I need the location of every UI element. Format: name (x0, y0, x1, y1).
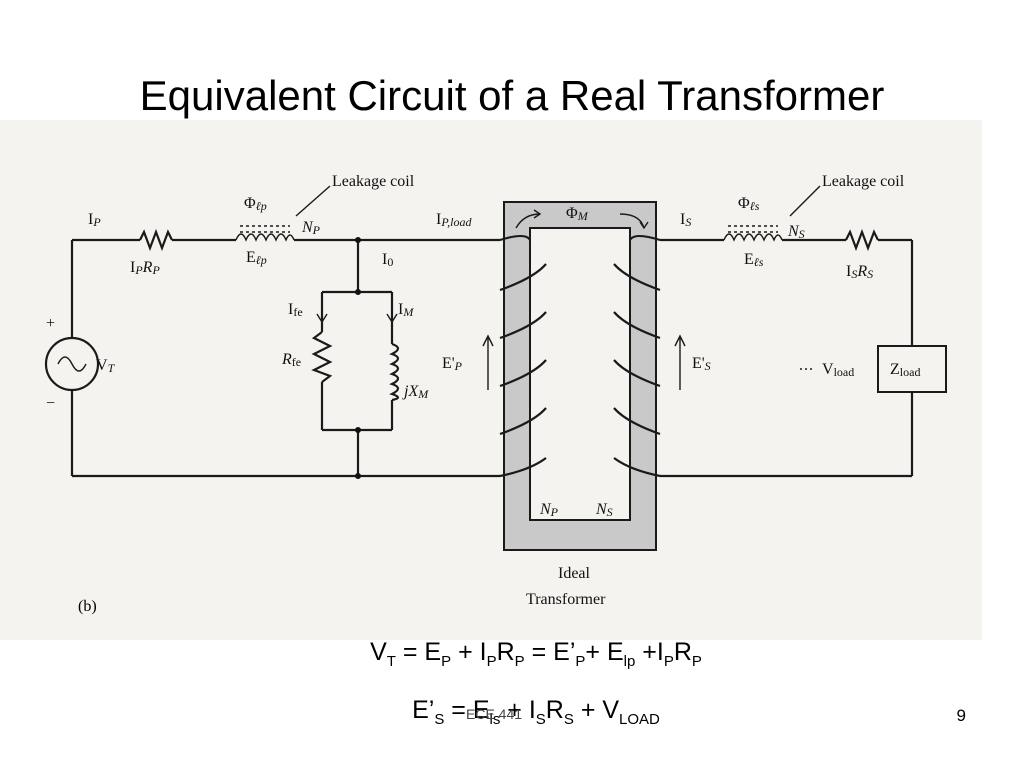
es-arrow (674, 334, 686, 390)
label-ip-load: IP,load (436, 211, 472, 229)
secondary-winding (613, 234, 661, 478)
label-flux-lp: Φℓp (244, 195, 267, 213)
label-flux-ls: Φℓs (738, 195, 760, 213)
label-es: E'S (692, 355, 711, 373)
label-vt: VT (96, 357, 116, 375)
circuit-diagram: IP IPRP Φℓp Leakage coil NP Eℓp VT + − I… (44, 173, 947, 608)
junction-top (355, 237, 361, 243)
primary-winding (499, 234, 547, 478)
label-ideal: Ideal (558, 565, 591, 582)
label-im: IM (398, 301, 414, 319)
secondary-leakage-coil (723, 233, 783, 242)
label-ip: IP (88, 211, 101, 229)
ife-arrow (316, 298, 328, 324)
voltage-source (44, 336, 100, 392)
circuit-figure: IP IPRP Φℓp Leakage coil NP Eℓp VT + − I… (0, 120, 982, 640)
im-arrow (386, 298, 398, 324)
label-isrs: ISRS (846, 263, 873, 281)
label-np-core: NP (539, 501, 559, 519)
core-window (529, 227, 631, 521)
core-flux-arrow-left (515, 209, 542, 229)
primary-resistor (139, 228, 173, 252)
magnetizing-inductor (389, 342, 400, 402)
ac-symbol (57, 356, 87, 372)
primary-leakage-pointer (295, 185, 331, 217)
label-i0: I0 (382, 251, 393, 269)
label-minus: − (46, 395, 55, 412)
label-elp: Eℓp (246, 249, 267, 267)
equation-secondary: E’S = Els + ISRS + VLOAD (412, 696, 660, 728)
shunt-box (320, 290, 394, 432)
page-number: 9 (956, 706, 966, 725)
junction-bottom (355, 473, 361, 479)
secondary-leakage-core (728, 225, 778, 233)
label-rfe: Rfe (281, 351, 301, 369)
slide-footer: ECE 441 (466, 706, 523, 722)
primary-leakage-coil (235, 233, 295, 242)
label-plus: + (46, 315, 55, 332)
label-ife: Ife (288, 301, 303, 319)
core-flux-arrow-right (619, 213, 649, 230)
label-vload: Vload (822, 361, 854, 379)
load-impedance-box (877, 345, 947, 393)
figure-label-b: (b) (78, 598, 97, 615)
label-core-flux: ΦM (566, 205, 589, 223)
label-jxm: jXM (402, 383, 429, 401)
label-np-top: NP (301, 219, 321, 237)
slide-title: Equivalent Circuit of a Real Transformer (139, 72, 885, 119)
label-is: IS (680, 211, 691, 229)
label-ns-top: NS (787, 223, 805, 241)
label-els: Eℓs (744, 251, 764, 269)
ep-arrow (482, 334, 494, 390)
label-leakage-secondary: Leakage coil (822, 173, 905, 190)
secondary-leakage-pointer (789, 185, 821, 217)
label-ep: E'P (442, 355, 463, 373)
junction-shunt-top (355, 289, 361, 295)
label-zload: Zload (890, 361, 920, 379)
primary-leakage-core (240, 225, 290, 233)
label-transformer: Transformer (526, 591, 606, 608)
label-iprp: IPRP (130, 259, 160, 277)
label-ns-core: NS (595, 501, 613, 519)
secondary-resistor (845, 228, 879, 252)
core-loss-resistor (311, 331, 333, 383)
label-leakage-primary: Leakage coil (332, 173, 415, 190)
equation-primary: VT = EP + IPRP = E’P+ Elp +IPRP (370, 638, 702, 670)
junction-shunt-bottom (355, 427, 361, 433)
